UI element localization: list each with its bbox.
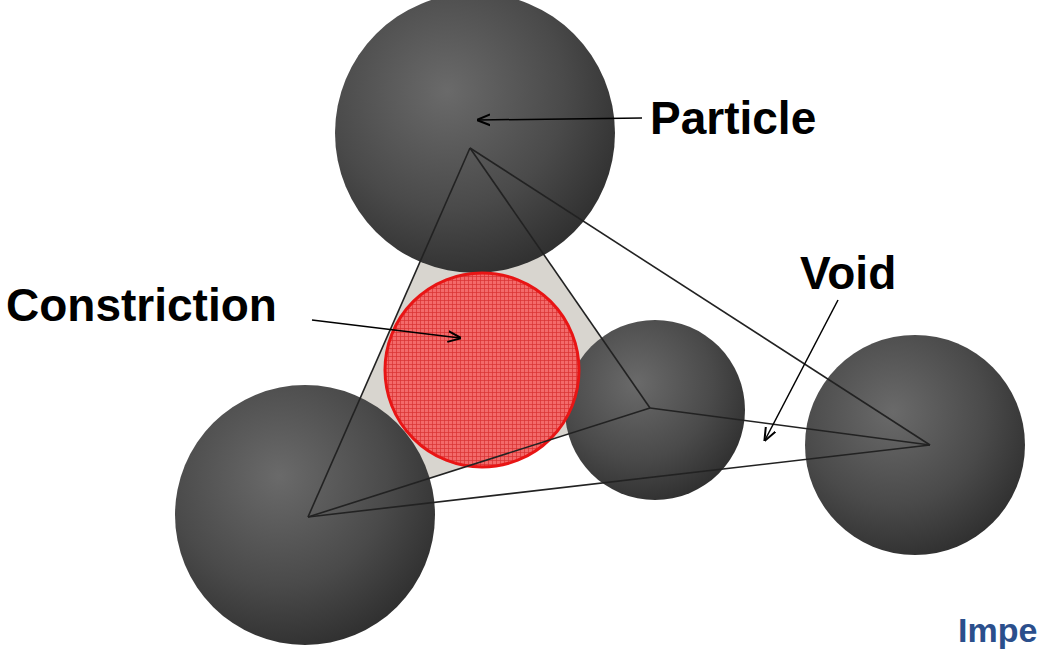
part-label: Void <box>800 250 896 296</box>
particle-sphere <box>805 335 1025 555</box>
part-label: Particle <box>650 95 816 141</box>
particle-sphere <box>335 0 615 273</box>
particle-sphere <box>565 320 745 500</box>
part-label: Constriction <box>6 282 277 328</box>
particle-sphere <box>175 385 435 645</box>
constriction-circle <box>385 273 579 467</box>
tetrahedron-edges <box>308 148 930 517</box>
leader-lines <box>312 118 838 440</box>
logo-text: Impe <box>958 613 1037 647</box>
